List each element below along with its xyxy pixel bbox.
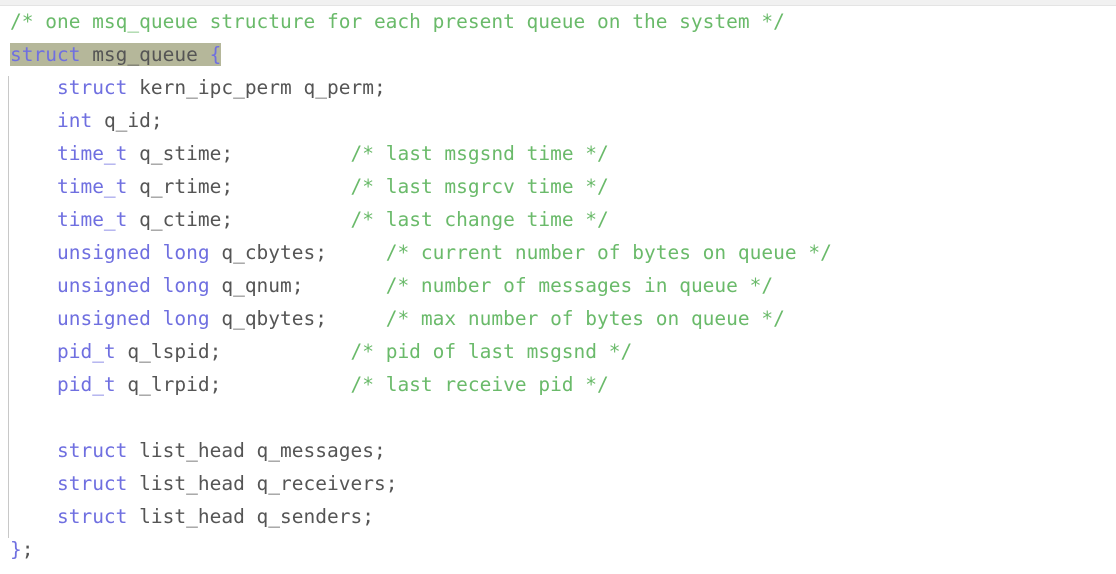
indent: [10, 208, 57, 231]
indent: [10, 274, 57, 297]
indent: [10, 373, 57, 396]
declaration-token: q_lrpid;: [115, 373, 222, 396]
code-line-3[interactable]: struct kern_ipc_perm q_perm;: [0, 71, 1116, 104]
comment-padding: [327, 241, 386, 264]
keyword-token: struct: [10, 43, 81, 66]
indent: [10, 439, 57, 462]
keyword-token: struct: [56, 505, 128, 528]
keyword-token: time_t: [56, 175, 128, 198]
comment-token: /* last msgsnd time */: [350, 142, 609, 165]
comment-padding: [233, 142, 350, 165]
keyword-token: int: [56, 109, 93, 132]
comment-token: /* max number of bytes on queue */: [385, 307, 785, 330]
indent: [10, 175, 57, 198]
keyword-token: struct: [56, 472, 128, 495]
indent: [10, 142, 57, 165]
code-line-4[interactable]: int q_id;: [0, 104, 1116, 137]
comment-padding: [233, 208, 350, 231]
declaration-token: q_qnum;: [209, 274, 304, 297]
comment-padding: [327, 307, 386, 330]
block-indent-guide: [8, 76, 9, 538]
code-line-12[interactable]: pid_t q_lrpid; /* last receive pid */: [0, 368, 1116, 401]
declaration-token: q_cbytes;: [209, 241, 327, 264]
open-brace-token: {: [209, 43, 222, 66]
keyword-token: time_t: [56, 208, 128, 231]
code-line-9[interactable]: unsigned long q_qnum; /* number of messa…: [0, 269, 1116, 302]
code-line-10[interactable]: unsigned long q_qbytes; /* max number of…: [0, 302, 1116, 335]
declaration-token: q_stime;: [127, 142, 234, 165]
comment-token: /* one msq_queue structure for each pres…: [10, 10, 785, 33]
code-line-11[interactable]: pid_t q_lspid; /* pid of last msgsnd */: [0, 335, 1116, 368]
indent: [10, 241, 57, 264]
indent: [10, 472, 57, 495]
comment-token: /* last msgrcv time */: [350, 175, 609, 198]
declaration-token: q_rtime;: [127, 175, 234, 198]
keyword-token: unsigned long: [56, 241, 210, 264]
keyword-token: unsigned long: [56, 307, 210, 330]
code-line-13-blank[interactable]: [0, 401, 1116, 434]
keyword-token: pid_t: [56, 340, 116, 363]
code-line-6[interactable]: time_t q_rtime; /* last msgrcv time */: [0, 170, 1116, 203]
declaration-token: q_lspid;: [115, 340, 222, 363]
comment-token: /* last change time */: [350, 208, 609, 231]
close-brace-token: }: [10, 538, 22, 561]
keyword-token: struct: [56, 439, 128, 462]
selection-highlight: struct msg_queue {: [10, 43, 222, 66]
code-line-7[interactable]: time_t q_ctime; /* last change time */: [0, 203, 1116, 236]
keyword-token: pid_t: [56, 373, 116, 396]
keyword-token: time_t: [56, 142, 128, 165]
comment-padding: [221, 373, 350, 396]
comment-token: /* number of messages in queue */: [385, 274, 774, 297]
comment-token: /* pid of last msgsnd */: [350, 340, 633, 363]
indent: [10, 109, 57, 132]
comment-padding: [221, 340, 350, 363]
code-line-16[interactable]: struct list_head q_senders;: [0, 500, 1116, 533]
comment-token: /* current number of bytes on queue */: [385, 241, 832, 264]
semicolon-token: ;: [21, 538, 34, 561]
comment-token: /* last receive pid */: [350, 373, 609, 396]
declaration-token: list_head q_senders;: [127, 505, 374, 528]
code-line-15[interactable]: struct list_head q_receivers;: [0, 467, 1116, 500]
code-line-14[interactable]: struct list_head q_messages;: [0, 434, 1116, 467]
declaration-token: q_ctime;: [127, 208, 234, 231]
declaration-token: kern_ipc_perm q_perm;: [127, 76, 386, 99]
declaration-token: q_qbytes;: [209, 307, 327, 330]
code-line-5[interactable]: time_t q_stime; /* last msgsnd time */: [0, 137, 1116, 170]
indent: [10, 340, 57, 363]
indent: [10, 307, 57, 330]
identifier-token: msg_queue: [80, 43, 210, 66]
code-line-2[interactable]: struct msg_queue {: [0, 38, 1116, 71]
code-editor-surface[interactable]: /* one msq_queue structure for each pres…: [0, 6, 1116, 574]
declaration-token: list_head q_messages;: [127, 439, 386, 462]
code-line-8[interactable]: unsigned long q_cbytes; /* current numbe…: [0, 236, 1116, 269]
indent: [10, 76, 57, 99]
code-line-17[interactable]: };: [0, 533, 1116, 566]
keyword-token: unsigned long: [56, 274, 210, 297]
comment-padding: [304, 274, 386, 297]
keyword-token: struct: [56, 76, 128, 99]
code-listing: /* one msq_queue structure for each pres…: [0, 6, 1116, 566]
code-line-1[interactable]: /* one msq_queue structure for each pres…: [0, 6, 1116, 38]
declaration-token: q_id;: [92, 109, 163, 132]
indent: [10, 505, 57, 528]
comment-padding: [233, 175, 350, 198]
top-chrome-band: [0, 0, 1116, 6]
declaration-token: list_head q_receivers;: [127, 472, 398, 495]
